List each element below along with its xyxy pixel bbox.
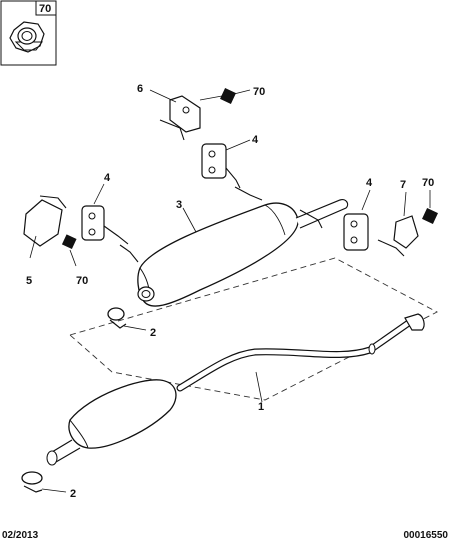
clamp-upper	[107, 307, 147, 331]
callout-clamp-upper: 2	[150, 327, 156, 339]
hex-nut-icon	[9, 21, 45, 53]
hanger-upper	[149, 89, 201, 141]
callout-bracket-left-ref: 70	[76, 275, 88, 287]
bracket-left	[23, 195, 67, 259]
footer-date: 02/2013	[2, 530, 39, 541]
clamp-lower	[21, 471, 67, 493]
rubber-mount-center	[201, 139, 251, 189]
callout-hanger-upper: 6	[137, 83, 143, 95]
footer-ref: 00016550	[403, 530, 449, 541]
front-pipe	[46, 313, 425, 466]
rubber-mount-right	[343, 189, 371, 251]
callout-rubber-mount-left: 4	[104, 172, 111, 184]
nut-inset: 70	[0, 0, 57, 66]
callout-hanger-right: 7	[400, 179, 406, 191]
callout-hanger-upper-ref: 70	[253, 86, 265, 98]
callout-bracket-left: 5	[26, 275, 32, 287]
callout-nut-ref: 70	[39, 3, 51, 15]
callout-hanger-right-ref: 70	[422, 177, 434, 189]
callout-rear-silencer: 3	[176, 199, 182, 211]
rubber-mount-left	[81, 183, 129, 245]
rear-silencer	[119, 186, 349, 307]
front-pipe-region	[69, 257, 438, 401]
square-washer-upper	[199, 88, 251, 104]
square-washer-left	[61, 234, 77, 267]
callout-front-pipe: 1	[258, 401, 264, 413]
hanger-right	[377, 191, 419, 257]
callout-rubber-mount-center: 4	[252, 134, 259, 146]
square-washer-right	[422, 190, 438, 224]
callout-clamp-lower: 2	[70, 488, 76, 500]
callout-rubber-mount-right: 4	[366, 177, 373, 189]
